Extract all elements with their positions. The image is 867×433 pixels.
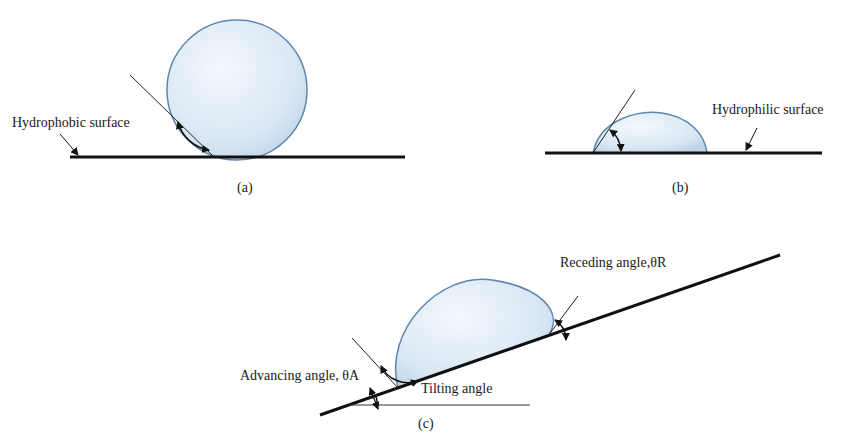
angle-arc [555, 320, 566, 340]
panel-label: (b) [672, 180, 688, 195]
surface-label: Hydrophilic surface [712, 102, 824, 117]
tilted-surface [320, 255, 780, 415]
surface-label: Hydrophobic surface [12, 115, 130, 130]
panel-label: (c) [418, 416, 434, 431]
leader-line [746, 128, 757, 150]
angle-label: Receding angle,θR [560, 255, 666, 270]
leader-line [60, 134, 78, 155]
droplet [167, 20, 307, 160]
droplet [396, 279, 554, 388]
angle-label: Advancing angle, θA [240, 368, 359, 383]
tangent-line [548, 296, 578, 336]
angle-label: Tilting angle [421, 381, 492, 396]
tangent-line [130, 75, 214, 157]
surface-line [70, 156, 405, 159]
angle-arc [370, 388, 378, 409]
panel-label: (a) [237, 180, 253, 195]
droplet [593, 112, 707, 153]
angle-arc [381, 366, 418, 383]
tangent-line [593, 90, 635, 153]
angle-arc [610, 130, 621, 151]
surface-line [545, 152, 822, 155]
angle-arc [178, 122, 209, 150]
